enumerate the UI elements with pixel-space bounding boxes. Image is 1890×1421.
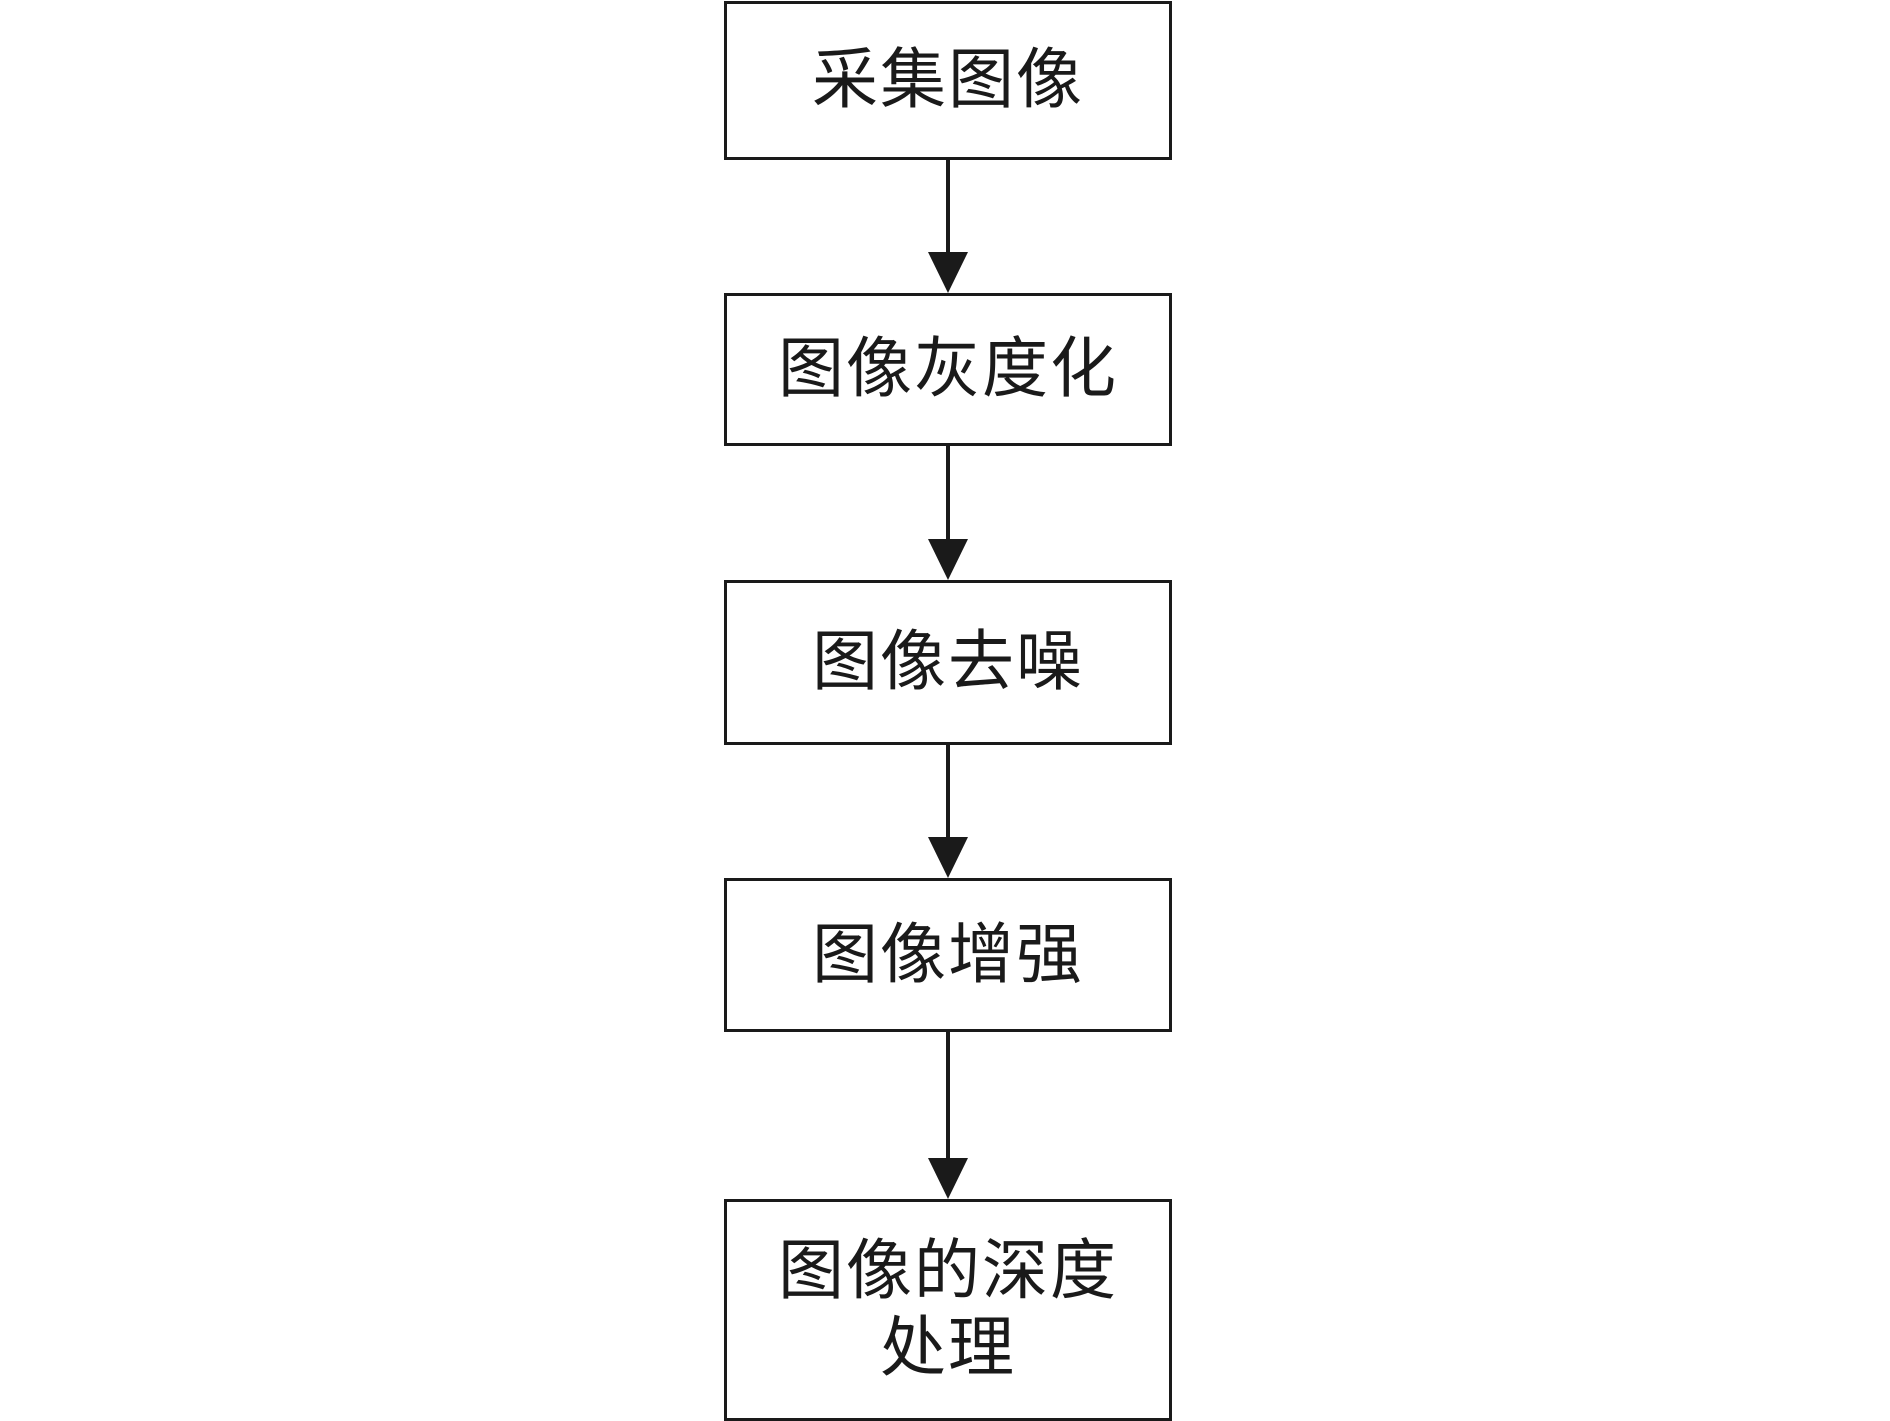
step-label-line-1: 图像的深度 [778, 1232, 1118, 1310]
step-grayscale: 图像灰度化 [724, 293, 1172, 446]
arrow-4-to-5 [928, 1032, 968, 1199]
step-label: 采集图像 [812, 41, 1084, 119]
step-enhance: 图像增强 [724, 878, 1172, 1032]
step-label-line-2: 处理 [880, 1309, 1016, 1386]
step-label: 图像灰度化 [778, 330, 1118, 408]
arrow-3-to-4 [928, 745, 968, 878]
step-label: 图像增强 [812, 915, 1084, 993]
step-label: 图像去噪 [812, 623, 1084, 701]
step-capture-image: 采集图像 [724, 1, 1172, 160]
step-denoise: 图像去噪 [724, 580, 1172, 745]
arrow-2-to-3 [928, 446, 968, 580]
arrow-1-to-2 [928, 160, 968, 293]
step-depth-processing: 图像的深度 处理 [724, 1199, 1172, 1421]
